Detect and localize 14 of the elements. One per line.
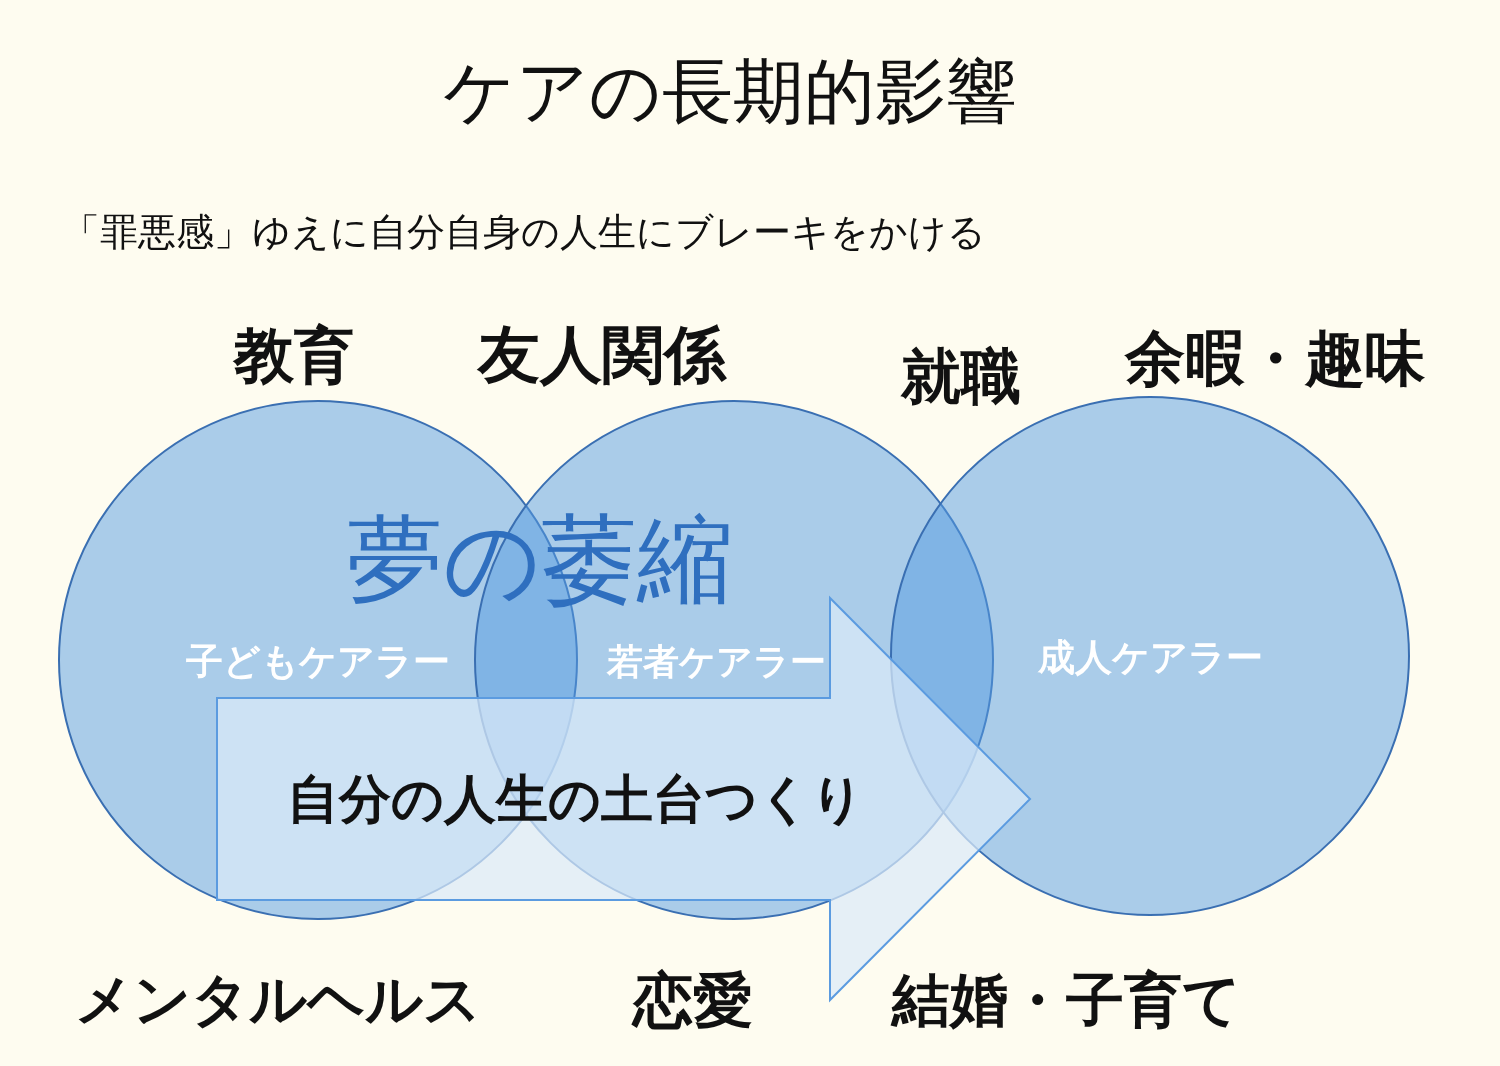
edge-label: 自分の人生の土台つくり [286, 770, 864, 830]
topic-label: 教育 [234, 320, 354, 390]
topic-label: 結婚・子育て [891, 966, 1241, 1034]
circle-label: 成人ケアラー [1037, 636, 1263, 680]
circle-label: 子どもケアラー [186, 640, 450, 684]
topic-label: メンタルヘルス [75, 967, 481, 1033]
subtitle: 「罪悪感」ゆえに自分自身の人生にブレーキをかける [62, 211, 986, 255]
title: ケアの長期的影響 [443, 51, 1017, 133]
block-arrow [216, 595, 1032, 1003]
topic-label: 余暇・趣味 [1125, 323, 1425, 393]
topic-label: 恋愛 [633, 965, 753, 1035]
circle-label: 若者ケアラー [606, 641, 826, 683]
topic-label: 友人関係 [478, 319, 726, 391]
topic-label: 就職 [901, 341, 1021, 411]
